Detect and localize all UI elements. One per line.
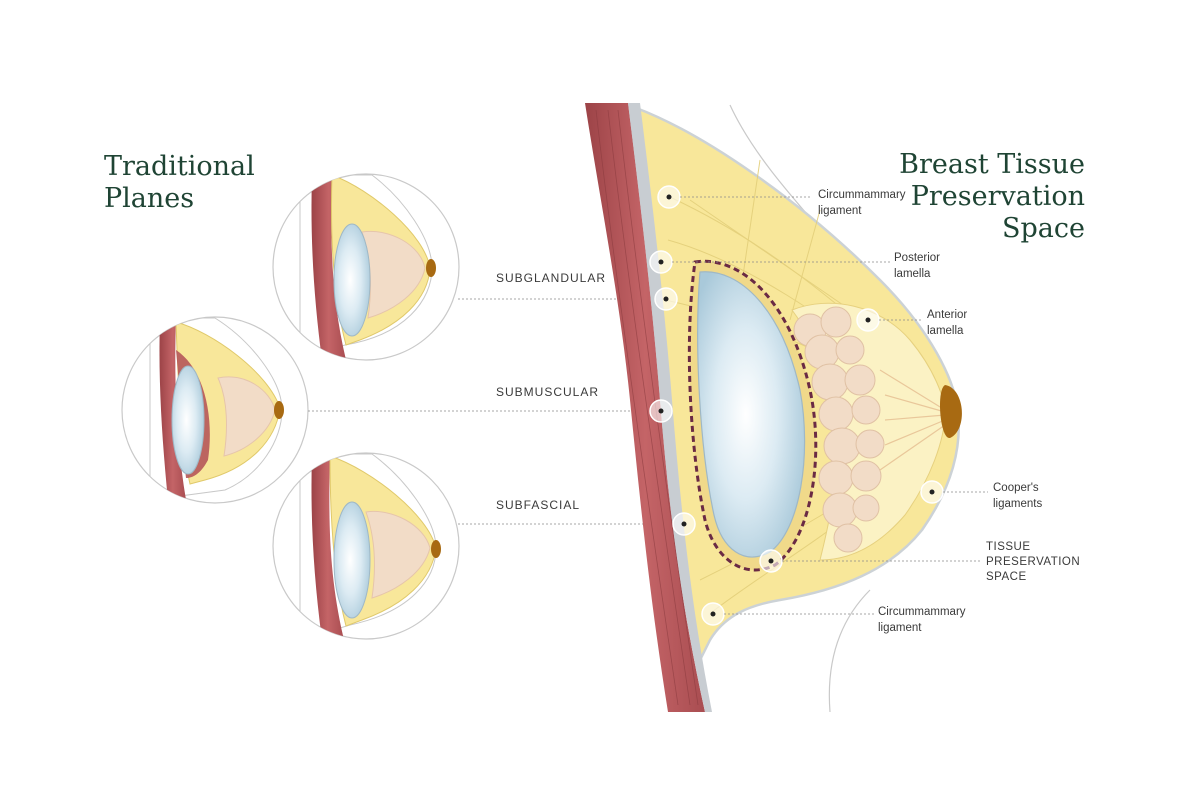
callout-tps-line-3: SPACE — [986, 571, 1027, 583]
subglandular-circle-illustration — [272, 173, 460, 361]
marker-coopers-ligaments — [920, 480, 944, 504]
submuscular-label: SUBMUSCULAR — [496, 385, 599, 399]
marker-tissue-preservation-space — [759, 549, 783, 573]
subglandular-label: SUBGLANDULAR — [496, 271, 606, 285]
marker-subfascial — [672, 512, 696, 536]
breast-cross-section-large — [585, 103, 962, 713]
callout-anterior-lamella-line-1: Anterior — [927, 309, 967, 321]
left-title-line-2: Planes — [104, 183, 194, 214]
right-title-line-2: Preservation — [911, 181, 1085, 212]
subfascial-circle-illustration — [272, 452, 460, 640]
callout-tps-line-1: TISSUE — [986, 541, 1031, 553]
subfascial-label: SUBFASCIAL — [496, 498, 580, 512]
callout-posterior-lamella-line-1: Posterior — [894, 252, 940, 264]
marker-submuscular — [649, 399, 673, 423]
callout-circummammary-top-line-2: ligament — [818, 205, 862, 217]
submuscular-circle-illustration — [121, 316, 309, 504]
marker-anterior-lamella — [856, 308, 880, 332]
marker-circummammary-top — [657, 185, 681, 209]
skin-outline-lower — [828, 589, 871, 713]
callout-circummammary-bottom-line-1: Circummammary — [878, 606, 966, 618]
callout-circummammary-top-line-1: Circummammary — [818, 189, 906, 201]
right-callout-leaders — [672, 196, 988, 615]
marker-subglandular — [654, 287, 678, 311]
callout-circummammary-bottom-line-2: ligament — [878, 622, 922, 634]
callout-anterior-lamella-line-2: lamella — [927, 325, 964, 337]
callout-posterior-lamella-line-2: lamella — [894, 268, 931, 280]
marker-circummammary-bottom — [701, 602, 725, 626]
callout-tps-line-2: PRESERVATION — [986, 556, 1080, 568]
left-title-line-1: Traditional — [104, 151, 255, 182]
right-title-line-3: Space — [1002, 213, 1085, 244]
right-title-line-1: Breast Tissue — [899, 149, 1085, 180]
pectoralis-muscle — [585, 103, 705, 712]
nipple — [939, 385, 962, 439]
callout-coopers-line-2: ligaments — [993, 498, 1042, 510]
callout-coopers-line-1: Cooper's — [993, 482, 1039, 494]
marker-posterior-lamella — [649, 250, 673, 274]
